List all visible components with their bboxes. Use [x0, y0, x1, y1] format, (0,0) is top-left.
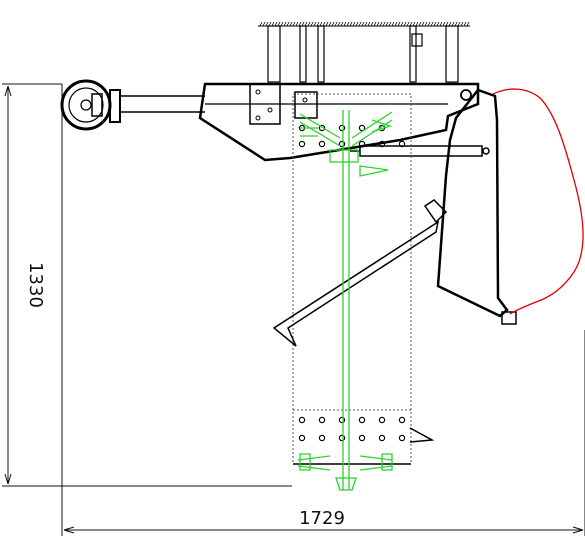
- bolt-hole: [298, 416, 306, 424]
- bolt-hole: [358, 124, 366, 132]
- bolt-hole: [338, 124, 346, 132]
- width-label: 1729: [299, 508, 345, 529]
- top-mount: [258, 21, 470, 83]
- diagonal-blade: [272, 220, 440, 347]
- bolt-hole: [318, 434, 326, 442]
- bolt-hole: [358, 140, 366, 148]
- bottom-skid: [293, 427, 435, 465]
- bolt-holes: [298, 124, 406, 442]
- bolt-hole: [378, 416, 386, 424]
- bolt-hole: [398, 434, 406, 442]
- bolt-hole: [398, 416, 406, 424]
- bolt-hole: [338, 140, 346, 148]
- height-dimension: [2, 83, 292, 487]
- rotor-assembly: [297, 110, 393, 491]
- main-frame: [198, 82, 480, 162]
- bolt-hole: [358, 434, 366, 442]
- bolt-hole: [378, 434, 386, 442]
- bolt-hole: [298, 140, 306, 148]
- bolt-hole: [338, 434, 346, 442]
- width-dimension: [61, 84, 585, 536]
- red-hose: [492, 88, 584, 315]
- bolt-hole: [378, 140, 386, 148]
- bolt-hole: [398, 140, 406, 148]
- bolt-hole: [338, 416, 346, 424]
- bolt-hole: [298, 434, 306, 442]
- bolt-hole: [358, 416, 366, 424]
- bolt-hole: [318, 140, 326, 148]
- hydraulic-ram: [350, 145, 490, 157]
- bracket-block: [411, 33, 423, 47]
- jockey-wheel: [60, 79, 205, 131]
- bolt-hole: [318, 416, 326, 424]
- height-label: 1330: [25, 262, 46, 308]
- bolt-hole: [318, 124, 326, 132]
- right-arm: [423, 88, 517, 325]
